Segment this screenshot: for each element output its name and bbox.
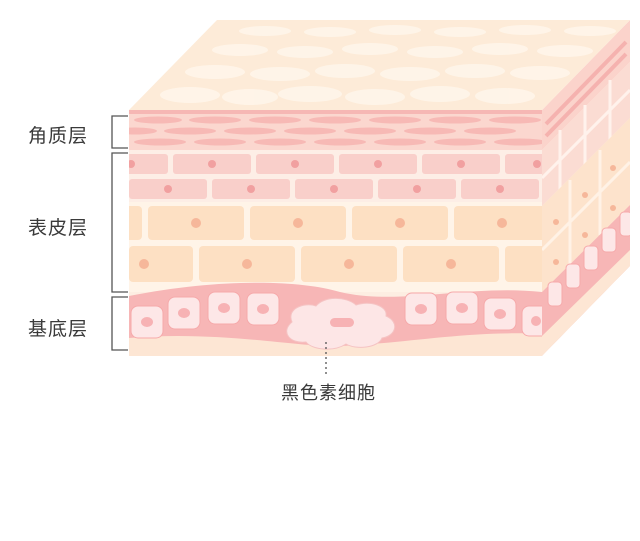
stratum-corneum-band bbox=[129, 110, 542, 150]
epidermis-label: 表皮层 bbox=[28, 217, 89, 239]
front-face bbox=[129, 110, 542, 356]
bracket-epidermis bbox=[111, 152, 128, 293]
melanocyte-label: 黑色素细胞 bbox=[281, 383, 376, 404]
stratum-corneum-label: 角质层 bbox=[28, 125, 89, 147]
side-face bbox=[542, 20, 630, 356]
basal-layer-band bbox=[129, 282, 542, 356]
basal-layer-label: 基底层 bbox=[28, 318, 89, 340]
melanocyte-cell bbox=[286, 297, 396, 350]
top-surface bbox=[129, 20, 630, 110]
layer-brackets bbox=[111, 115, 128, 351]
epidermis-upper-cells bbox=[129, 150, 542, 202]
bracket-basal-layer bbox=[111, 296, 128, 351]
epidermis-lower-cells bbox=[129, 202, 542, 292]
bracket-stratum-corneum bbox=[111, 115, 128, 149]
